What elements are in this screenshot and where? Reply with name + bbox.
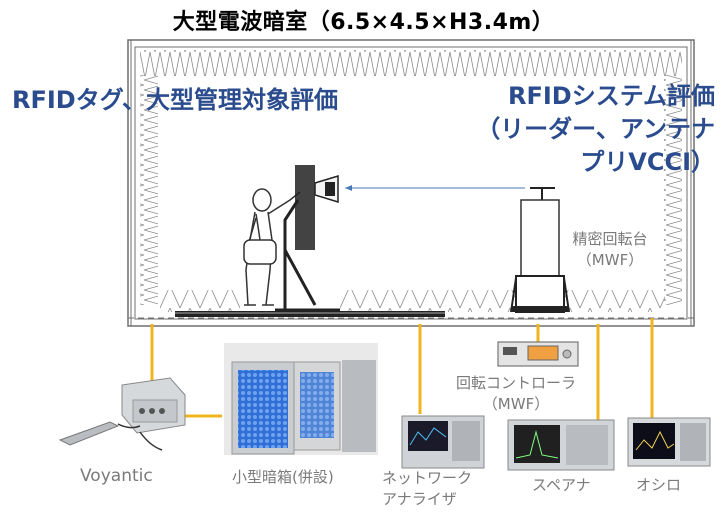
rotation-controller-device (498, 342, 578, 366)
network-analyzer-device (402, 416, 484, 468)
network-analyzer-line2: アナライザ (382, 489, 472, 510)
voyantic-device (60, 378, 185, 450)
voyantic-label: Voyantic (80, 466, 153, 486)
system-heading-line3: プリVCCI） (420, 146, 715, 179)
spectrum-analyzer-device (508, 420, 614, 470)
system-evaluation-heading: RFIDシステム評価 （リーダー、アンテナ プリVCCI） (420, 80, 715, 179)
spectrum-analyzer-label: スペアナ (532, 474, 591, 495)
rotation-controller-name: 回転コントローラ (436, 372, 596, 393)
mannequin-figure (244, 189, 300, 305)
small-chamber-label: 小型暗箱(併設) (232, 466, 334, 487)
small-shield-box-photo (224, 343, 378, 455)
chamber-title: 大型電波暗室（6.5×4.5×H3.4m） (0, 4, 727, 36)
turntable-name: 精密回転台 (556, 228, 664, 249)
turntable-label: 精密回転台 （MWF） (556, 228, 664, 270)
oscilloscope-label: オシロ (636, 474, 681, 495)
floor-track (175, 311, 445, 317)
arrow-head (345, 185, 352, 191)
system-heading-line1: RFIDシステム評価 (420, 80, 715, 113)
system-heading-line2: （リーダー、アンテナ (420, 113, 715, 146)
horn-antenna (315, 176, 338, 202)
oscilloscope-device (628, 418, 710, 466)
rotation-controller-maker: （MWF） (436, 393, 596, 414)
turntable-maker: （MWF） (556, 249, 664, 270)
tag-evaluation-heading: RFIDタグ、大型管理対象評価 (12, 84, 338, 117)
network-analyzer-line1: ネットワーク (382, 468, 472, 489)
rotation-controller-label: 回転コントローラ （MWF） (436, 372, 596, 414)
network-analyzer-label: ネットワーク アナライザ (382, 468, 472, 510)
